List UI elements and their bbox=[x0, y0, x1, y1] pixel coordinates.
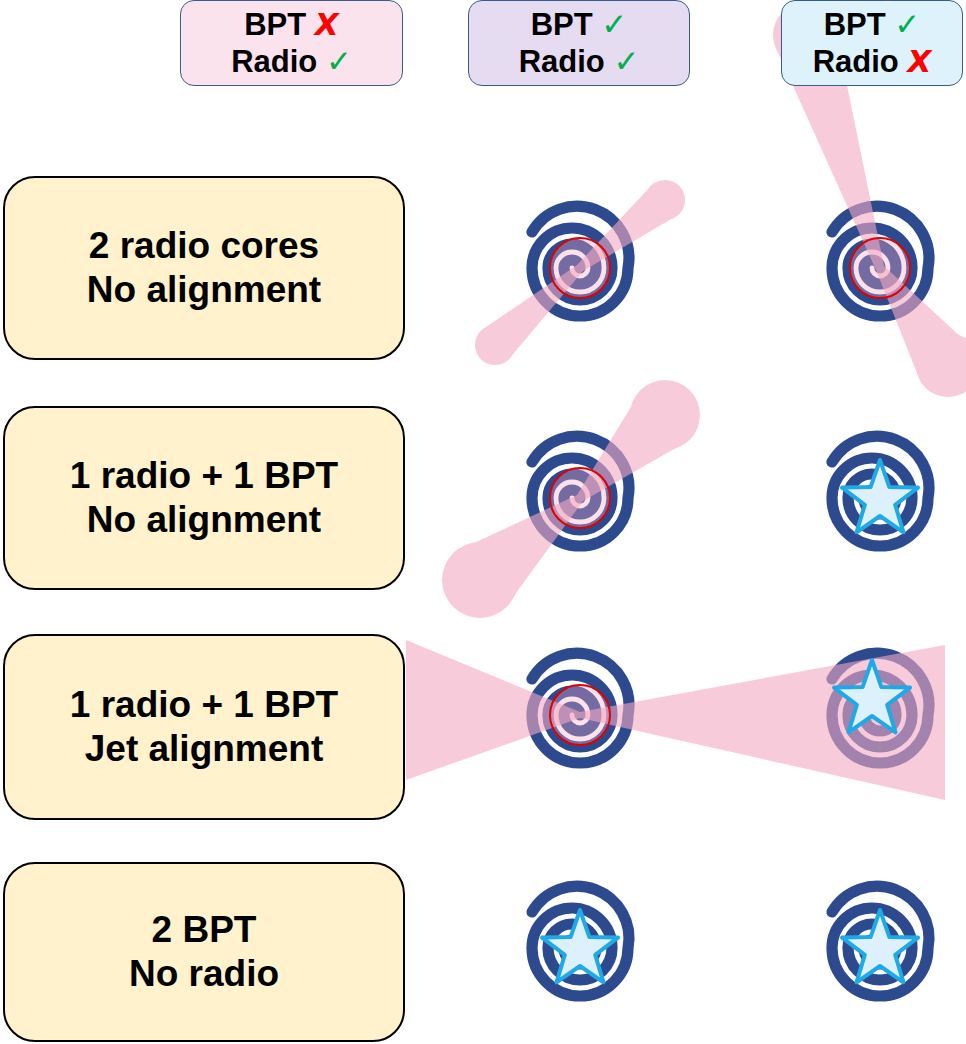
row-label: No alignment bbox=[87, 498, 321, 542]
bpt-star bbox=[542, 910, 618, 982]
row-label: 2 radio cores bbox=[89, 224, 319, 268]
spiral-galaxy bbox=[532, 886, 629, 996]
jet-lobe bbox=[916, 333, 966, 397]
row-label: Jet alignment bbox=[85, 727, 324, 771]
jet-lobe bbox=[442, 542, 518, 618]
row-label: 1 radio + 1 BPT bbox=[70, 683, 338, 727]
label-word: BPT bbox=[824, 7, 895, 42]
row-header: 2 radio coresNo alignment bbox=[3, 176, 405, 360]
header-label: Radio X bbox=[813, 43, 932, 80]
status-mark: ✓ bbox=[613, 43, 639, 79]
bpt-star bbox=[842, 460, 918, 532]
radio-core bbox=[850, 238, 910, 298]
status-mark: ✓ bbox=[894, 6, 920, 42]
label-word: BPT bbox=[244, 7, 315, 42]
row-label: No alignment bbox=[87, 268, 321, 312]
label-word: Radio bbox=[813, 44, 908, 79]
header-label: BPT ✓ bbox=[824, 6, 921, 43]
row-header: 2 BPTNo radio bbox=[3, 862, 405, 1042]
bpt-star bbox=[834, 660, 910, 732]
spiral-galaxy bbox=[832, 436, 929, 546]
jet-lobe bbox=[645, 180, 685, 220]
header-label: Radio ✓ bbox=[519, 43, 640, 80]
status-mark: ✓ bbox=[326, 43, 352, 79]
radio-core bbox=[550, 685, 610, 745]
row-label: 1 radio + 1 BPT bbox=[70, 454, 338, 498]
row-header: 1 radio + 1 BPTJet alignment bbox=[3, 634, 405, 820]
radio-core bbox=[550, 468, 610, 528]
header-label: Radio ✓ bbox=[231, 43, 352, 80]
column-header: BPT XRadio ✓ bbox=[180, 0, 403, 86]
label-word: BPT bbox=[531, 7, 602, 42]
label-word: Radio bbox=[231, 44, 326, 79]
radio-jets bbox=[406, 3, 966, 800]
bpt-star bbox=[842, 910, 918, 982]
spiral-galaxy bbox=[832, 886, 929, 996]
label-word: Radio bbox=[519, 44, 614, 79]
header-label: BPT X bbox=[244, 6, 339, 43]
status-mark: ✓ bbox=[601, 6, 627, 42]
row-label: No radio bbox=[129, 952, 279, 996]
jet-lobe bbox=[630, 380, 700, 450]
radio-jet bbox=[580, 645, 945, 800]
radio-core bbox=[550, 238, 610, 298]
jet-lobe bbox=[475, 325, 515, 365]
bpt-stars bbox=[542, 460, 918, 982]
header-label: BPT ✓ bbox=[531, 6, 628, 43]
column-header: BPT ✓Radio ✓ bbox=[468, 0, 690, 86]
row-header: 1 radio + 1 BPTNo alignment bbox=[3, 406, 405, 590]
status-mark: X bbox=[907, 43, 931, 79]
column-header: BPT ✓Radio X bbox=[781, 0, 963, 86]
row-label: 2 BPT bbox=[152, 908, 257, 952]
galaxies bbox=[532, 206, 929, 996]
status-mark: X bbox=[315, 6, 339, 42]
